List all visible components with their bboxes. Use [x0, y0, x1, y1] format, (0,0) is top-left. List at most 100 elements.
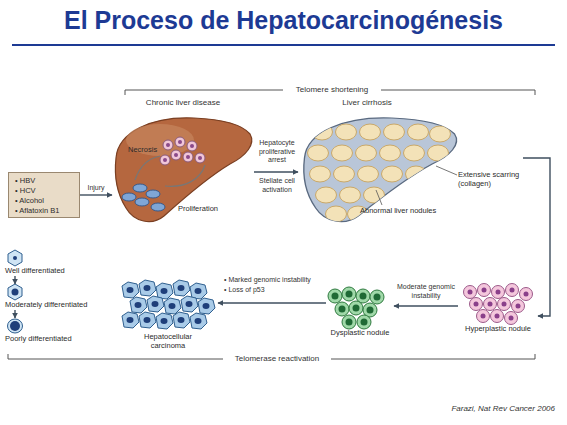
- edge-note: Stellate cell activation: [254, 177, 300, 194]
- nucleus: [332, 293, 339, 300]
- flow-arrow: [14, 310, 15, 318]
- nucleus: [186, 301, 193, 307]
- nucleus: [127, 287, 134, 293]
- liver-illustration: [115, 118, 251, 222]
- cycle-arrow: [135, 156, 160, 180]
- hyperplastic-cells: [464, 284, 533, 325]
- risk-factor: • HCV: [15, 186, 77, 195]
- nucleus: [488, 302, 493, 307]
- nucleus: [496, 290, 501, 295]
- nodule: [340, 187, 361, 203]
- cell: [147, 296, 164, 312]
- nodule-stage: Dysplastic nodule: [326, 288, 394, 346]
- cell: [156, 313, 173, 329]
- flow-arrow: [218, 302, 326, 303]
- nodule: [384, 124, 405, 140]
- nodule: [382, 166, 403, 182]
- cell: [477, 310, 490, 323]
- stage-heading: Chronic liver disease: [112, 98, 254, 108]
- carcinoma-cells: [122, 280, 215, 329]
- nucleus: [346, 291, 353, 298]
- cell: [181, 296, 198, 312]
- cirrhotic-liver: [304, 118, 457, 222]
- cell: [491, 310, 504, 323]
- nucleus: [361, 319, 368, 326]
- cell: [183, 152, 193, 162]
- callout-text: Abnormal liver nodules: [360, 206, 440, 215]
- risk-factor-box: • HBV• HCV• Alcohol• Aflatoxin B1: [8, 172, 80, 218]
- nucleus: [481, 314, 486, 319]
- hyperplastic-nuclei: [468, 288, 529, 321]
- grade-label: Moderately differentiated: [5, 300, 105, 309]
- nucleus: [169, 303, 176, 309]
- cell: [164, 298, 181, 314]
- carcinoma-nuclei: [127, 285, 210, 324]
- nucleus: [346, 319, 353, 326]
- nodule: [404, 145, 425, 161]
- necrotic-cells: [160, 137, 205, 165]
- cell: [135, 198, 149, 206]
- stage-label: Hepatocellular carcinoma: [133, 332, 203, 350]
- bracket-label: Telomerase reactivation: [223, 354, 331, 364]
- cell: [335, 302, 349, 316]
- nodule: [364, 187, 385, 203]
- risk-factor: • Aflatoxin B1: [15, 206, 77, 215]
- nucleus: [502, 302, 507, 307]
- nodule: [312, 124, 333, 140]
- nucleus: [161, 288, 168, 294]
- liver-stage: Liver cirrhosisExtensive scarring (colla…: [298, 98, 523, 226]
- edge-note: • Loss of p53: [224, 286, 324, 295]
- nodule-stage: Hyperplastic nodule: [458, 284, 538, 346]
- flow-arrow: [254, 171, 298, 172]
- leader-line: [436, 166, 457, 175]
- cell-icon: [8, 284, 22, 300]
- nucleus: [127, 317, 134, 323]
- cell: [505, 312, 518, 325]
- nucleus: [495, 314, 500, 319]
- flow-arrow: [394, 305, 458, 306]
- cell: [173, 280, 190, 296]
- cell-icon: [8, 319, 23, 333]
- risk-factor: • Alcohol: [15, 196, 77, 205]
- grade-label: Well differentiated: [5, 266, 90, 275]
- edge-label: Injury: [82, 184, 110, 193]
- differentiation-grade: Well differentiated: [5, 250, 90, 276]
- nucleus: [135, 302, 142, 308]
- cell: [122, 312, 139, 328]
- cell: [492, 286, 505, 299]
- nucleus: [198, 156, 202, 160]
- risk-factor: • HBV: [15, 176, 77, 185]
- cell: [160, 155, 170, 165]
- nucleus: [163, 158, 167, 162]
- cell: [357, 315, 371, 329]
- nodule: [408, 124, 429, 140]
- cell: [139, 312, 156, 328]
- cell: [198, 298, 215, 314]
- nodule: [406, 166, 427, 182]
- nucleus: [195, 318, 202, 324]
- dysplastic-nuclei: [332, 291, 381, 326]
- cell: [173, 312, 190, 328]
- nucleus: [144, 317, 151, 323]
- nodule: [430, 126, 451, 142]
- nucleus: [339, 306, 346, 313]
- stage-label: Hyperplastic nodule: [458, 324, 538, 333]
- nodule: [428, 145, 449, 161]
- edge-label: Hepatocyte proliferative arrest: [254, 139, 300, 165]
- callout-text: Necrosis: [128, 145, 168, 154]
- stage-heading: Liver cirrhosis: [312, 98, 422, 108]
- nucleus: [509, 316, 514, 321]
- liver-highlight: [126, 124, 194, 156]
- nucleus: [144, 285, 151, 291]
- cell: [520, 288, 533, 301]
- flow-arrow: [80, 194, 112, 195]
- nucleus: [468, 290, 473, 295]
- cell: [163, 140, 173, 150]
- nodule: [358, 166, 379, 182]
- leader-line: [376, 190, 382, 205]
- flow-arrow: [14, 276, 15, 284]
- cell: [190, 313, 207, 329]
- flow-arrow: [523, 158, 550, 316]
- nucleus: [174, 153, 178, 157]
- cell: [370, 290, 384, 304]
